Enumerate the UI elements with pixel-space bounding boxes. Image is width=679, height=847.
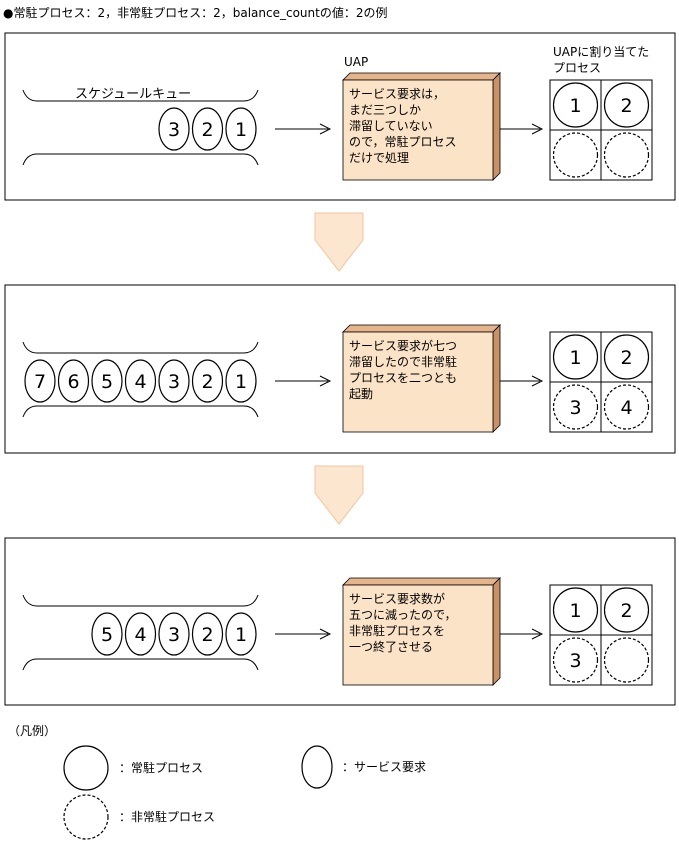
- service-request: 2: [191, 359, 224, 403]
- nonresident-process: [603, 637, 650, 683]
- service-request: 5: [91, 612, 123, 656]
- nonresident-process: [603, 132, 650, 178]
- service-request-label: 5: [101, 371, 113, 393]
- legend-title: （凡例）: [8, 724, 56, 738]
- service-request-label: 1: [235, 371, 247, 393]
- service-request: 3: [158, 612, 190, 656]
- flow-arrow-2: [314, 465, 364, 525]
- uap-label: UAP: [344, 55, 368, 69]
- legend-resident-label: ：常駐プロセス: [119, 760, 203, 775]
- process-label: 3: [569, 397, 581, 419]
- resident-process: 1: [552, 587, 599, 633]
- service-request-label: 1: [235, 119, 247, 141]
- uap-text-line: 五つに減ったので，: [349, 607, 457, 622]
- nonresident-process: 3: [552, 384, 599, 430]
- legend-resident-icon: [63, 745, 109, 791]
- service-request: 7: [24, 359, 56, 403]
- uap-text-line: 滞留したので非常駐: [349, 354, 457, 369]
- panel-1-frame: [4, 32, 676, 201]
- service-request: 1: [225, 107, 257, 151]
- process-label: 1: [569, 600, 581, 622]
- nonresident-process: 3: [552, 637, 599, 683]
- service-request-label: 3: [168, 371, 180, 393]
- process-label: 1: [569, 347, 581, 369]
- schedule-queue-label: スケジュールキュー: [75, 87, 191, 102]
- uap-text-line: 起動: [349, 387, 373, 401]
- process-label: 4: [620, 397, 632, 419]
- service-request: 1: [225, 612, 257, 656]
- nonresident-process: 4: [603, 384, 650, 430]
- uap-text-line: 滞留していない: [349, 119, 433, 133]
- nonresident-process: [552, 132, 599, 178]
- service-request: 4: [124, 359, 157, 403]
- panel-2-frame: [4, 284, 676, 454]
- process-label: 2: [620, 600, 632, 622]
- resident-process: 2: [603, 334, 650, 380]
- service-request: 3: [158, 107, 190, 151]
- uap-process-label-line2: プロセス: [553, 61, 601, 75]
- uap-text-line: ので，常駐プロセス: [349, 134, 457, 149]
- service-request-label: 2: [201, 371, 213, 393]
- service-request: 2: [191, 107, 224, 151]
- uap-text-line: 非常駐プロセスを: [349, 623, 445, 638]
- process-label: 3: [569, 650, 581, 672]
- service-request-label: 1: [235, 624, 247, 646]
- uap-text-line: だけで処理: [349, 151, 409, 165]
- process-label: 2: [620, 347, 632, 369]
- legend-nonresident-label: ：非常駐プロセス: [119, 809, 215, 824]
- queue-bottom-line: [22, 405, 259, 418]
- service-request: 6: [57, 359, 90, 403]
- diagram-title: ●常駐プロセス：2，非常駐プロセス：2，balance_countの値：2の例: [3, 5, 387, 20]
- service-request: 5: [91, 359, 123, 403]
- service-request: 3: [158, 359, 190, 403]
- queue-top-line: [22, 341, 259, 354]
- process-label: 1: [569, 95, 581, 117]
- service-request-label: 5: [101, 624, 113, 646]
- service-request-label: 7: [34, 371, 46, 393]
- service-request-label: 2: [201, 624, 213, 646]
- resident-process: 1: [552, 82, 599, 128]
- legend-request-icon: [301, 745, 333, 789]
- uap-text-line: まだ三つしか: [349, 103, 421, 117]
- service-request: 4: [124, 612, 157, 656]
- resident-process: 2: [603, 82, 650, 128]
- process-grid: 1 2 3 4: [549, 331, 653, 433]
- service-request-label: 3: [168, 624, 180, 646]
- uap-text-line: サービス要求は，: [349, 87, 445, 101]
- uap-text-line: プロセスを二つとも: [349, 371, 457, 385]
- uap-process-label-line1: UAPに割り当てた: [553, 44, 649, 59]
- service-request: 2: [191, 612, 224, 656]
- service-request: 1: [225, 359, 257, 403]
- service-request-label: 6: [67, 371, 79, 393]
- resident-process: 1: [552, 334, 599, 380]
- resident-process: 2: [603, 587, 650, 633]
- uap-text-line: サービス要求数が: [349, 591, 445, 606]
- process-label: 2: [620, 95, 632, 117]
- uap-text-line: サービス要求が七つ: [349, 338, 457, 353]
- service-request-label: 4: [134, 371, 146, 393]
- service-request-label: 3: [168, 119, 180, 141]
- legend-nonresident-icon: [63, 794, 109, 840]
- queue-top-line: [22, 89, 259, 102]
- queue-bottom-line: [22, 658, 259, 671]
- panel-3-frame: [4, 537, 676, 706]
- flow-arrow-1: [314, 212, 364, 272]
- legend-request-label: ：サービス要求: [342, 760, 426, 774]
- process-grid: 1 2 3: [549, 584, 653, 686]
- service-request-label: 4: [134, 624, 146, 646]
- queue-top-line: [22, 594, 259, 607]
- queue-bottom-line: [22, 153, 259, 166]
- uap-text-line: 一つ終了させる: [349, 639, 433, 654]
- service-request-label: 2: [201, 119, 213, 141]
